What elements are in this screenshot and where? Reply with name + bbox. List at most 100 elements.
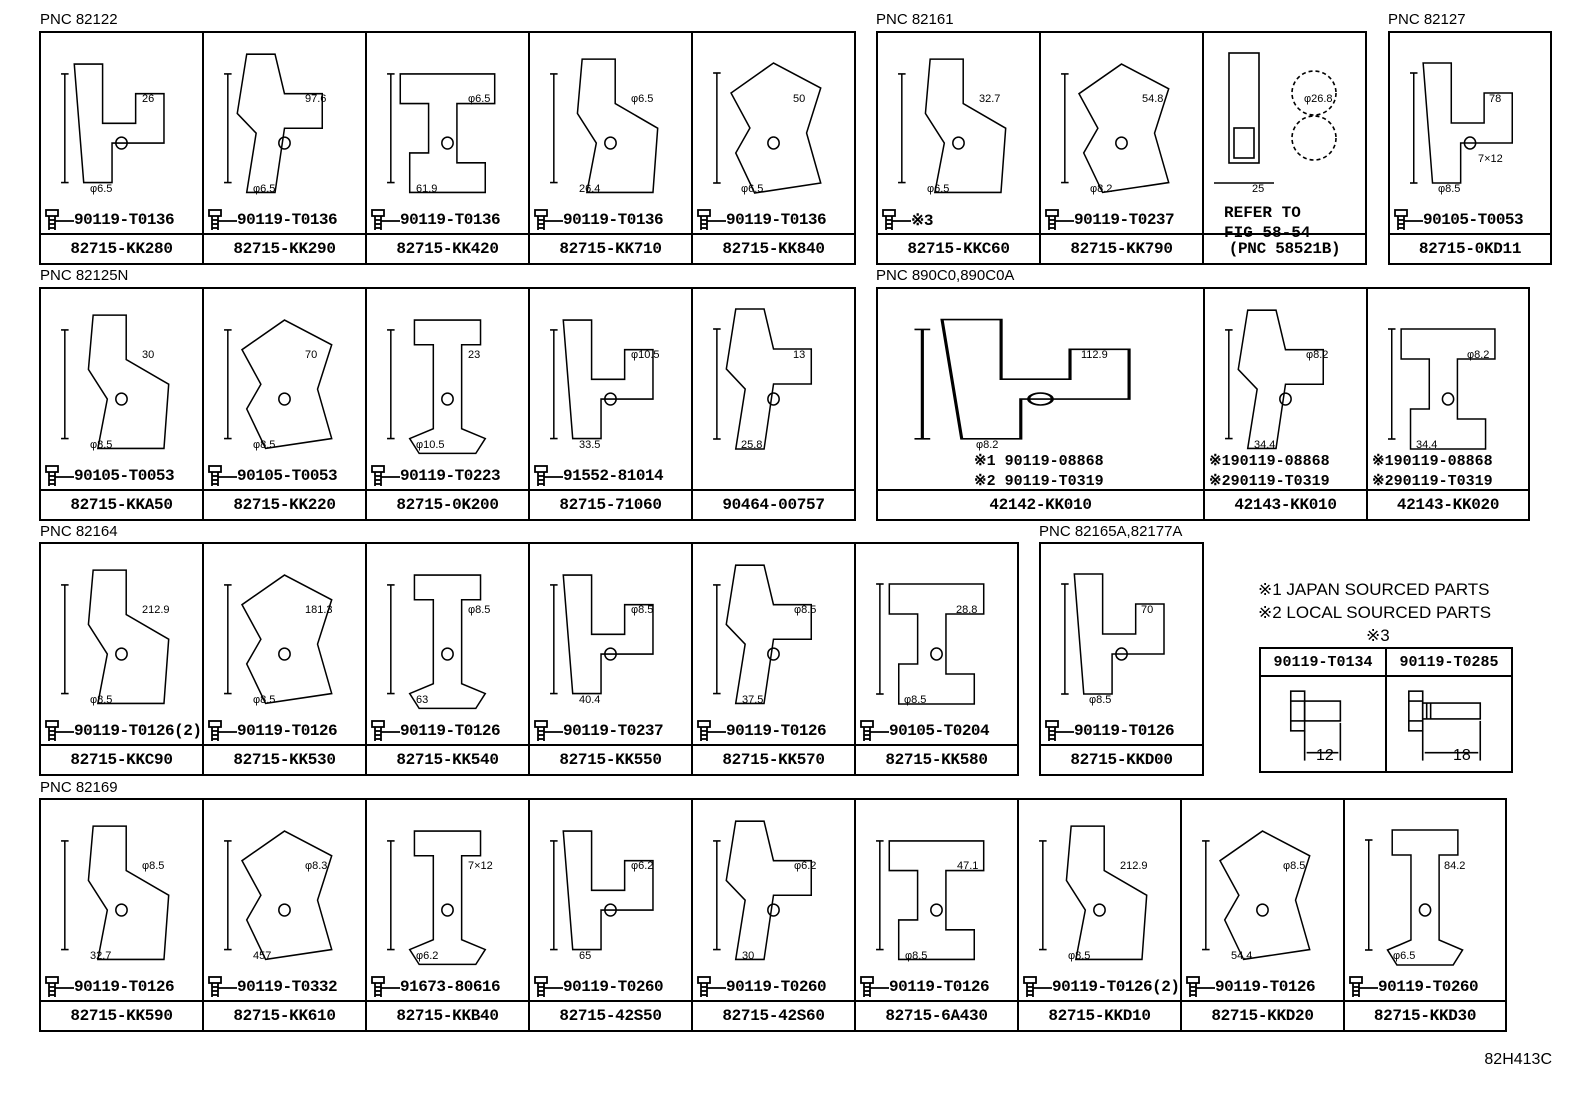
bolt-callout: ※290119-T0319 <box>1372 473 1493 490</box>
note-3-table: 90119-T0134 12 90119-T0285 18 <box>1259 647 1513 773</box>
dimension-label: 70 <box>1141 604 1154 616</box>
dimension-label: φ8.5 <box>905 950 928 962</box>
dimension-label: 40.4 <box>579 694 601 706</box>
bolt-part-number: 90105-T0204 <box>889 722 990 740</box>
dimension-label: φ8.5 <box>90 694 113 706</box>
bolt-icon <box>208 209 237 230</box>
part-number: 82715-KK590 <box>41 1000 202 1030</box>
dimension-label: 33.5 <box>579 439 601 451</box>
bracket-drawing <box>1039 825 1148 961</box>
note-3-head: 90119-T0285 <box>1387 649 1511 677</box>
group-label-890c0: PNC 890C0,890C0A <box>876 267 1015 284</box>
bolt-part-number: 90119-T0126 <box>400 722 501 740</box>
bracket-drawing <box>713 308 813 450</box>
dimension-label: 7×12 <box>1478 153 1503 165</box>
bracket-drawing <box>387 73 496 194</box>
dimension-label: φ6.5 <box>468 93 491 105</box>
dimension-label: φ6.2 <box>631 860 654 872</box>
dimension-label: 30 <box>742 950 755 962</box>
bracket-drawing <box>224 53 324 194</box>
bolt-callout: 90105-T0053 <box>1393 208 1548 232</box>
bracket-drawing <box>876 840 985 961</box>
bracket-drawing <box>61 825 170 961</box>
bolt-part-number: 90119-T0136 <box>74 211 175 229</box>
dimension-label: 30 <box>142 349 155 361</box>
bolt-part-number: 90119-T0126(2) <box>74 722 202 740</box>
bolt-icon <box>697 209 726 230</box>
note-3-title: ※3 <box>1366 626 1390 645</box>
bolt-callout: 90119-T0126(2) <box>1022 975 1180 999</box>
bracket-drawing <box>876 583 985 705</box>
bracket-drawing <box>898 58 1007 194</box>
bracket-drawing <box>713 820 813 961</box>
bolt-part-number: 90119-T0136 <box>563 211 664 229</box>
part-number: 42143-KK010 <box>1205 489 1366 519</box>
bolt-icon <box>208 465 237 486</box>
bolt-callout: 90119-T0126 <box>207 719 363 743</box>
bolt-callout: ※1 90119-08868 <box>974 453 1104 470</box>
dimension-label: φ6.5 <box>1393 950 1416 962</box>
bolt-part-number: 91673-80616 <box>400 978 501 996</box>
dimension-label: φ8.5 <box>1438 183 1461 195</box>
bolt-icon <box>371 976 400 997</box>
dimension-label: φ8.5 <box>631 604 654 616</box>
bolt-callout: 90119-T0126 <box>1044 719 1200 743</box>
dimension-label: φ8.2 <box>1306 349 1329 361</box>
dimension-label: φ26.8 <box>1304 93 1333 105</box>
group-label-82164: PNC 82164 <box>40 523 118 540</box>
bolt-part-number: 90119-T0136 <box>400 211 501 229</box>
bolt-part-number: 90119-T0126(2) <box>1052 978 1180 996</box>
part-number: 82715-KKD00 <box>1041 744 1202 774</box>
part-number: 82715-KK220 <box>204 489 365 519</box>
dimension-label: 26.4 <box>579 183 601 195</box>
bolt-callout: ※3 <box>881 208 1037 232</box>
bolt-part-number: 90119-T0136 <box>237 211 338 229</box>
bolt-icon <box>1023 976 1052 997</box>
bracket-drawing <box>1061 63 1170 194</box>
dimension-label: φ6.5 <box>90 183 113 195</box>
bracket-drawing <box>224 830 333 961</box>
part-number: 82715-KKD10 <box>1019 1000 1180 1030</box>
dimension-label: 112.9 <box>1081 349 1108 361</box>
dimension-label: 61.9 <box>416 183 438 195</box>
bolt-icon <box>534 465 563 486</box>
dimension-label: 32.7 <box>979 93 1001 105</box>
part-number: 82715-KK550 <box>530 744 691 774</box>
part-number: 82715-KKB40 <box>367 1000 528 1030</box>
part-number: 82715-KK530 <box>204 744 365 774</box>
bolt-side-drawing <box>1408 690 1482 761</box>
bolt-icon <box>1349 976 1378 997</box>
bracket-drawing <box>387 574 487 710</box>
part-number: 82715-KK570 <box>693 744 854 774</box>
bolt-callout: 90119-T0237 <box>533 719 689 743</box>
bolt-callout: 90119-T0260 <box>696 975 852 999</box>
dimension-label: φ8.5 <box>904 694 927 706</box>
bracket-drawing <box>61 63 165 184</box>
bracket-drawing <box>550 319 654 440</box>
part-number: 82715-KKA50 <box>41 489 202 519</box>
dimension-label: φ8.5 <box>253 439 276 451</box>
bolt-side-drawing <box>1289 690 1342 761</box>
bolt-part-number: 90119-T0126 <box>726 722 827 740</box>
bracket-drawing <box>1214 52 1337 184</box>
dimension-label: 54.8 <box>1142 93 1164 105</box>
part-number: 42142-KK010 <box>878 489 1203 519</box>
dimension-label: 54.4 <box>1231 950 1253 962</box>
group-label-82122: PNC 82122 <box>40 11 118 28</box>
part-number: 82715-KKD30 <box>1345 1000 1505 1030</box>
